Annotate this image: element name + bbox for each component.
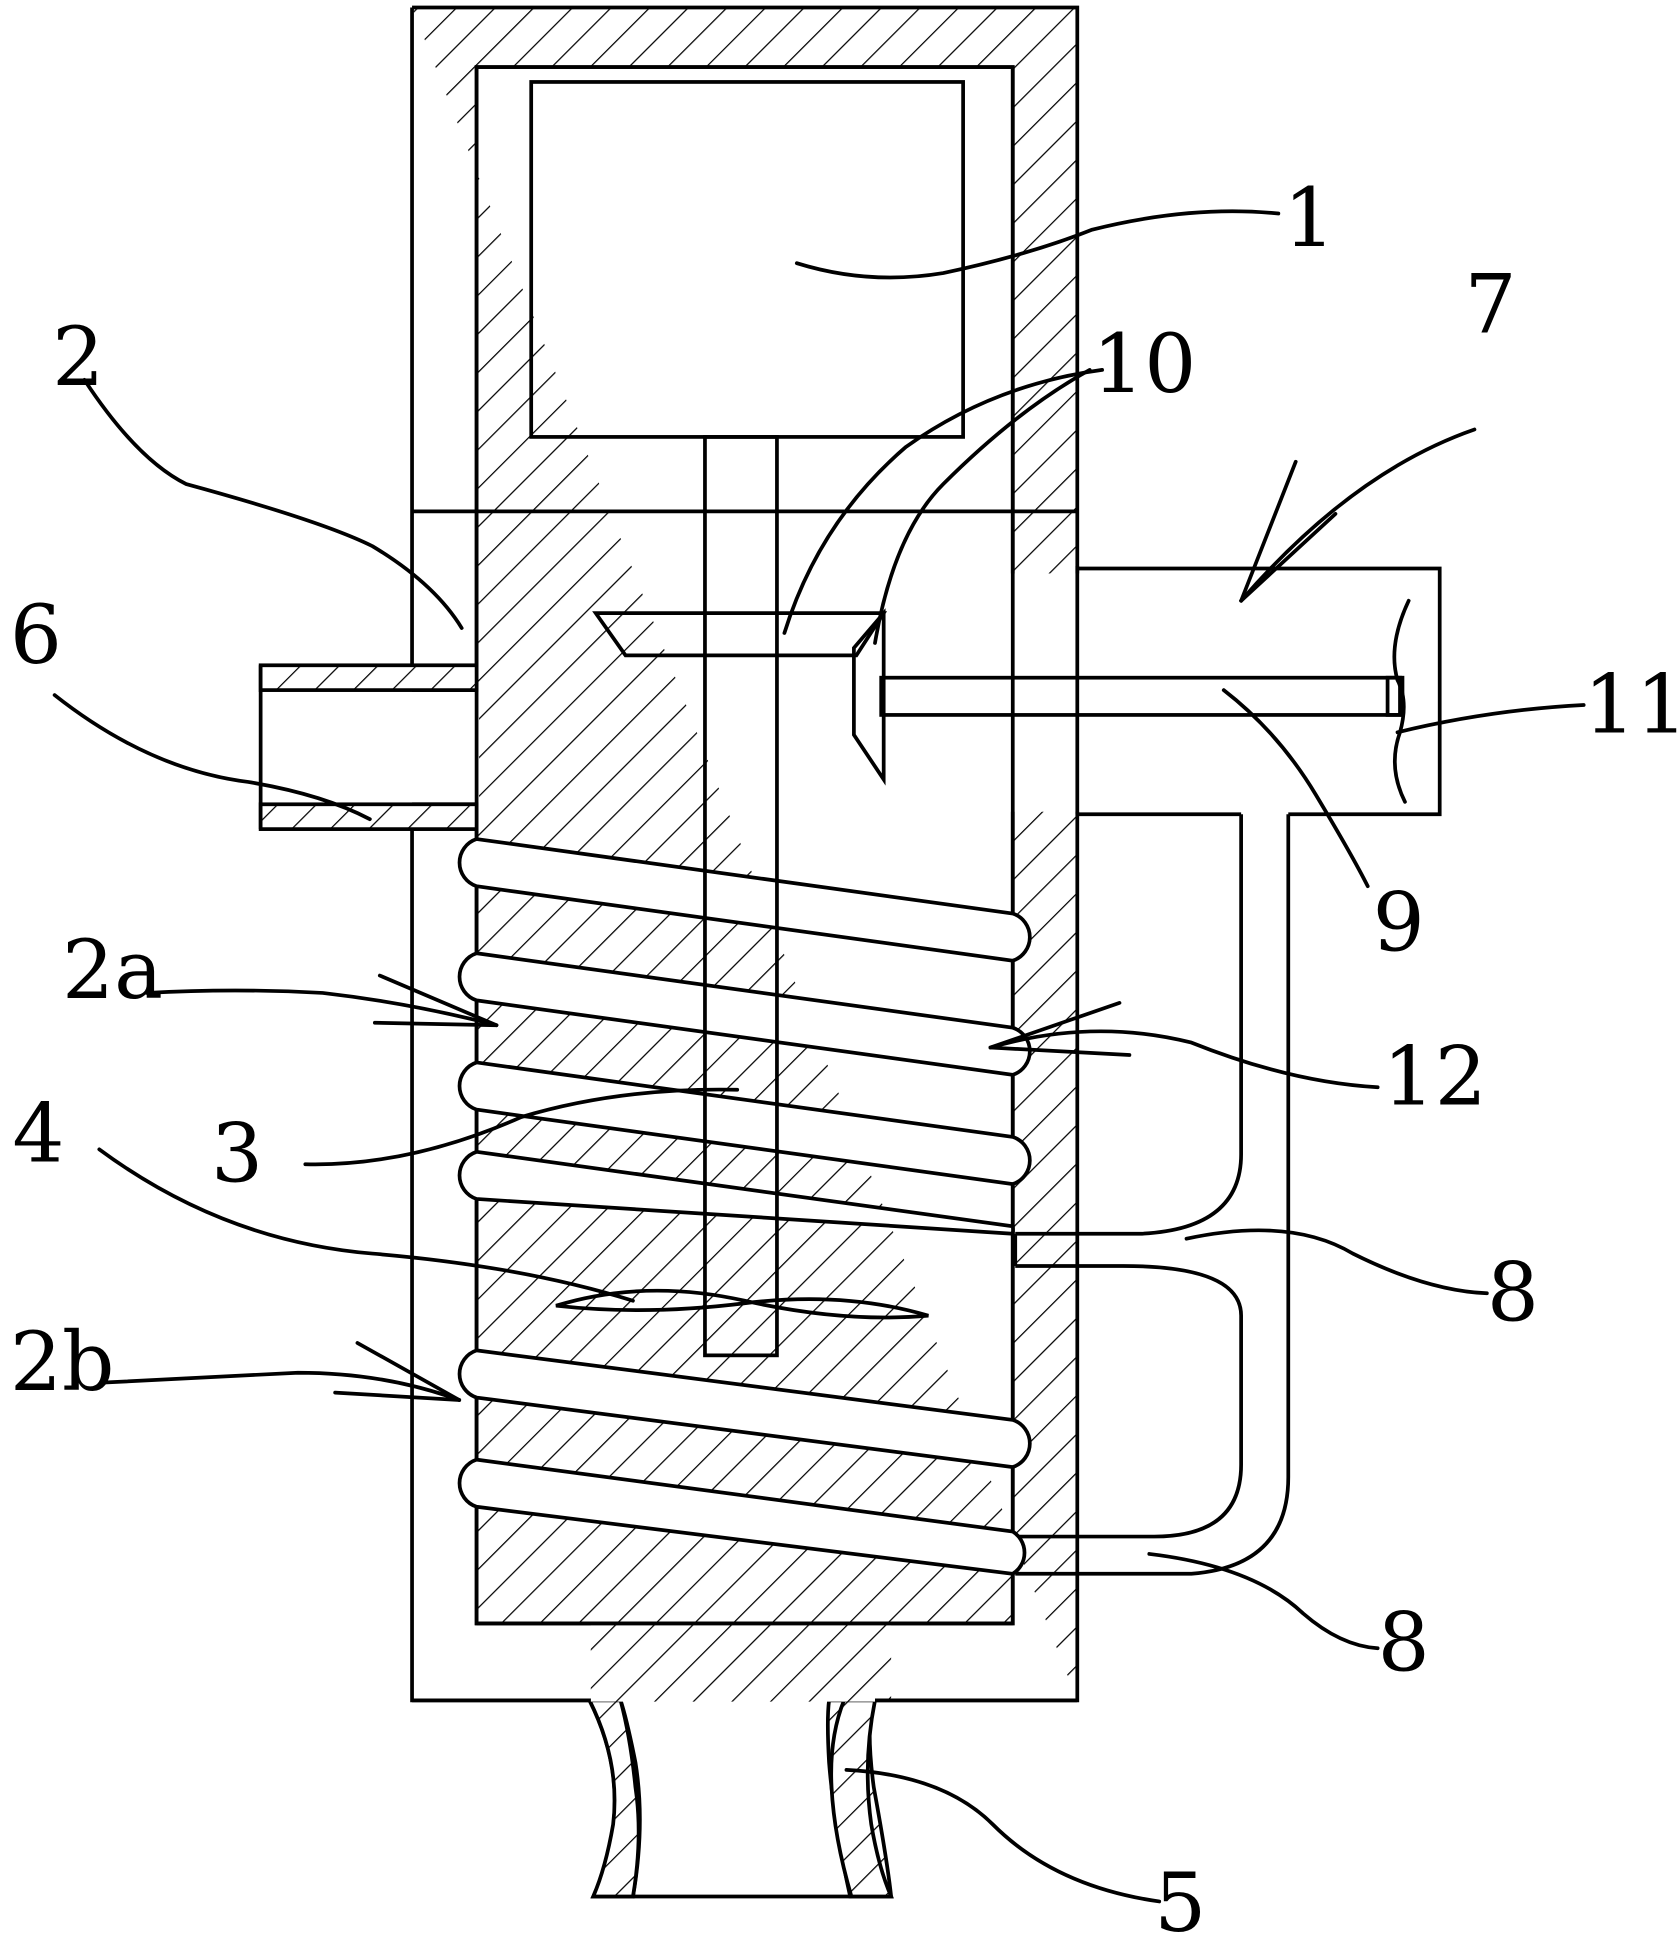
label-2b: 2b bbox=[10, 1315, 115, 1410]
inlet-pipe-left bbox=[258, 663, 479, 831]
inlet-chamber-right bbox=[1077, 566, 1442, 817]
label-5: 5 bbox=[1154, 1856, 1206, 1935]
label-2a: 2a bbox=[62, 923, 163, 1018]
label-12: 12 bbox=[1383, 1030, 1487, 1125]
label-3: 3 bbox=[211, 1107, 263, 1202]
heating-coils bbox=[457, 837, 1032, 1576]
stirring-blade bbox=[555, 1288, 929, 1320]
label-6: 6 bbox=[10, 588, 62, 683]
horizontal-shaft bbox=[879, 675, 1405, 717]
reference-labels: 1 2 10 7 6 11 9 2a 12 3 4 8 2b 8 5 bbox=[10, 171, 1678, 1935]
stirring-shaft bbox=[703, 435, 779, 1358]
label-11: 11 bbox=[1584, 657, 1678, 752]
impeller bbox=[1392, 598, 1411, 804]
outlet-nozzle bbox=[412, 1621, 1078, 1899]
label-10: 10 bbox=[1092, 317, 1196, 412]
label-7: 7 bbox=[1465, 258, 1517, 353]
label-8-upper: 8 bbox=[1487, 1246, 1539, 1341]
label-1: 1 bbox=[1283, 171, 1335, 266]
label-2: 2 bbox=[52, 310, 104, 405]
label-4: 4 bbox=[12, 1087, 64, 1182]
leader-lines bbox=[52, 209, 1586, 1904]
motor-box bbox=[529, 80, 965, 439]
bevel-gears bbox=[592, 608, 888, 786]
label-8-lower: 8 bbox=[1378, 1596, 1430, 1691]
label-9: 9 bbox=[1373, 876, 1425, 971]
